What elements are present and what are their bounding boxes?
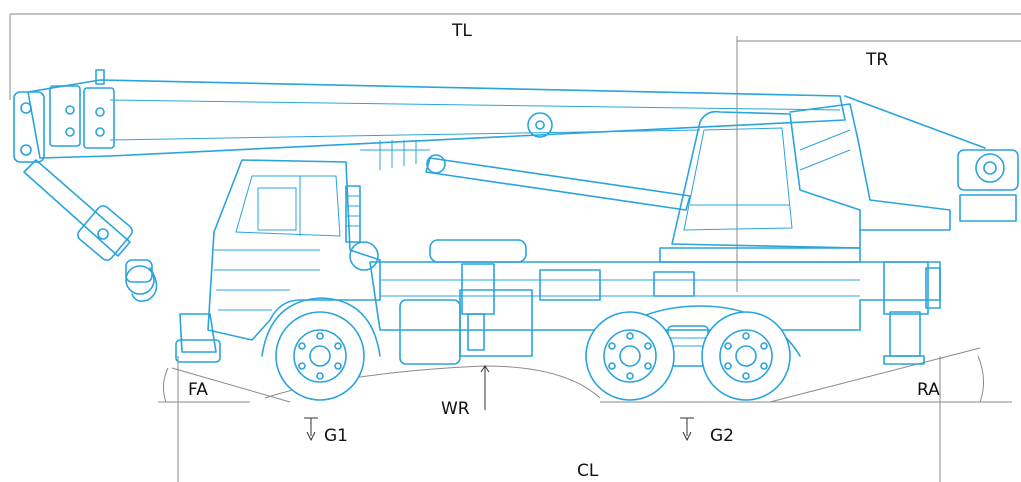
label-wr: WR [441,399,470,419]
boom [27,79,846,159]
label-g1: G1 [324,426,348,446]
label-ra: RA [917,380,940,400]
label-fa: FA [188,380,208,400]
rear-wheel-2 [701,311,791,401]
chassis-frame [369,261,941,331]
crane-truck-outline [13,69,1019,367]
label-g2: G2 [710,426,734,446]
axle-marker-g1 [304,417,318,442]
truck-cab [207,159,381,341]
label-tl: TL [451,21,472,41]
label-tr: TR [865,50,888,70]
rear-wheel-1 [585,311,675,401]
dimension-lines [9,13,1021,482]
label-cl: CL [577,461,599,481]
operator-cabin [671,110,861,249]
axle-marker-g2 [680,417,694,442]
front-wheel [275,311,365,401]
